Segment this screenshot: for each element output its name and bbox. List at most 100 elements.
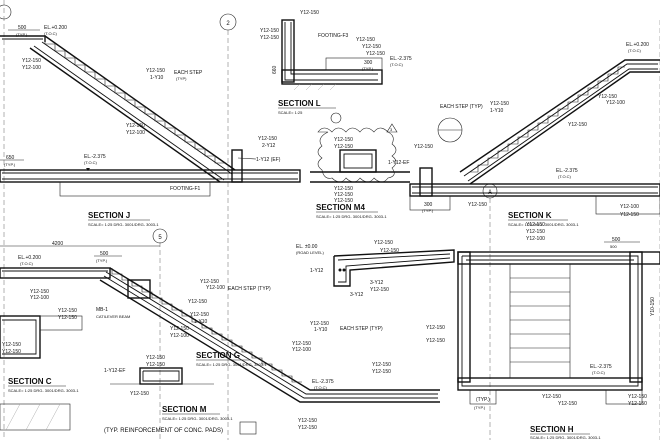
stair-lower-bar-13: Y12-100	[292, 347, 311, 353]
section-l-dim-typ: (TYP.)	[362, 66, 374, 71]
section-j-bar-5: Y12-150	[126, 123, 145, 129]
section-m4: Y12-150 Y12-150 1-Y12-EF Y12-150 Y12-150…	[310, 123, 410, 219]
section-m-title: SECTION M	[162, 405, 207, 414]
section-h-dim-typ-bottom: (TYP.)	[474, 405, 486, 410]
section-h-level-toc: (T.O.C)	[592, 370, 606, 375]
section-k: EL.+0.200 (T.O.C) EL.-2.375 (T.O.C) Y12-…	[409, 42, 660, 227]
section-l-bar-5: Y12-150	[362, 44, 381, 50]
section-h-bar-10: Y10-150	[650, 297, 656, 316]
section-m4-bar-4: Y12-150	[334, 186, 353, 192]
stair-lower-bar-1: Y12-150	[30, 289, 49, 295]
section-h-dim-typ-top: 500	[610, 244, 617, 249]
stair-lower-dim-500: 500	[100, 251, 109, 257]
section-k-level-top-toc: (T.O.C)	[628, 48, 642, 53]
section-j-dim-typ-2: (TYP.)	[4, 162, 16, 167]
section-l-scale: SCALE= 1:25	[278, 110, 303, 115]
section-h-bar-9: Y12-150	[628, 401, 647, 407]
stair-lower: 4200 500 (TYP.) EL.+0.200 (T.O.C) EL.-2.…	[0, 241, 440, 431]
section-h-bar-8: Y12-150	[628, 394, 647, 400]
road-detail-bar-2: 1-Y12	[310, 268, 324, 274]
stair-lower-bar-3: Y12-150	[200, 279, 219, 285]
stair-lower-bar-16: Y12-150	[298, 418, 317, 424]
section-k-bar-9: Y12-150	[620, 212, 639, 218]
section-k-scale: SCALE= 1:25 DRG- 3001/DRG- 3003-1	[508, 222, 579, 227]
section-j-bar-2: Y12-100	[22, 65, 41, 71]
section-c-scale: SCALE= 1:25 DRG- 3001/DRG- 3003-1	[8, 388, 79, 393]
section-k-title: SECTION K	[508, 211, 552, 220]
road-detail-bar-1: Y12-150	[374, 240, 393, 246]
road-detail-level: EL. ±0.00	[296, 244, 318, 250]
section-g-scale: SCALE= 1:25 DRG- 3001/DRG- 3003-1	[196, 362, 267, 367]
section-m4-bar-5: Y12-150	[334, 192, 353, 198]
stair-lower-bar-17: Y12-150	[298, 425, 317, 431]
section-g: Y12-150 Y12-150 1-Y12-EF Y12-150 SECTION…	[104, 351, 267, 397]
section-m4-scale: SCALE= 1:25 DRG- 3001/DRG- 3003-1	[316, 214, 387, 219]
section-l-title: SECTION L	[278, 99, 321, 108]
section-k-bar-5: Y12-150	[568, 122, 587, 128]
section-l-bar-6: Y12-150	[366, 51, 385, 57]
stair-lower-bar-8: Y12-150	[170, 326, 189, 332]
stair-lower-bar-11: 1-Y10	[314, 327, 328, 333]
section-l-bar-4: Y12-150	[356, 37, 375, 43]
section-j-dim-650: 650	[6, 155, 15, 161]
section-m-scale: SCALE= 1:25 DRG- 3001/DRG- 3003-1	[162, 416, 233, 421]
section-k-bar-1: Y12-150	[490, 101, 509, 107]
stair-lower-note-mb1: MB-1	[96, 307, 108, 313]
stair-lower-note-beam: CATILEVER BEAM	[96, 314, 130, 319]
section-j-bar-9: 1-Y12 (EF)	[256, 157, 281, 163]
stair-lower-dim-typ: (TYP.)	[96, 258, 108, 263]
section-h-bar-5: Y12-150	[426, 338, 445, 344]
stair-lower-dim-4200: 4200	[52, 241, 63, 247]
section-k-dim-typ: (TYP.)	[422, 208, 434, 213]
section-m4-title: SECTION M4	[316, 203, 365, 212]
section-m4-bar-2: Y12-150	[334, 144, 353, 150]
section-g-bar-3: 1-Y12-EF	[104, 368, 125, 374]
section-j-bar-7: Y12-150	[258, 136, 277, 142]
section-j-dim-500: 500	[18, 25, 27, 31]
section-j-bar-4: 1-Y10	[150, 75, 164, 81]
section-h-dim-500-bottom: (TYP.)	[476, 397, 490, 403]
section-j-bar-6: Y12-100	[126, 130, 145, 136]
section-j-level-bottom-toc: (T.O.C)	[84, 160, 98, 165]
road-detail-bar-5: Y12-150	[370, 287, 389, 293]
section-g-bar-1: Y12-150	[146, 355, 165, 361]
section-l-note-footing: FOOTING-F3	[318, 33, 348, 39]
section-j-scale: SCALE= 1:25 DRG- 3001/DRG- 3003-1	[88, 222, 159, 227]
section-l-level: EL.-2.375	[390, 56, 412, 62]
section-k-bar-4: Y12-100	[606, 100, 625, 106]
section-k-bar-3: Y12-150	[598, 94, 617, 100]
section-h-bar-2: Y12-150	[526, 229, 545, 235]
section-k-note-each-step: EACH STEP (TYP)	[440, 104, 483, 110]
section-c-title: SECTION C	[8, 377, 52, 386]
section-j: 500 (TYP.) 650 (TYP.) EL.+0.200 (T.O.C) …	[0, 25, 301, 227]
section-j-title: SECTION J	[88, 211, 130, 220]
section-j-bar-8: 2-Y12	[262, 143, 276, 149]
section-k-dim-300: 300	[424, 202, 433, 208]
stair-lower-level-bottom-toc: (T.O.C)	[314, 385, 328, 390]
section-c-bar-3: Y12-150	[2, 342, 21, 348]
road-detail-bar-4: 3-Y12	[370, 280, 384, 286]
section-j-level-top: EL.+0.200	[44, 25, 67, 31]
section-h-bar-3: Y12-100	[526, 236, 545, 242]
section-g-bar-2: Y12-150	[146, 362, 165, 368]
section-h-bar-4: Y12-150	[426, 325, 445, 331]
section-h-bar-1: Y12-150	[526, 222, 545, 228]
stair-lower-note-each-step-1: EACH STEP (TYP)	[228, 286, 271, 292]
section-l: Y12-150 Y12-150 Y12-150 Y12-150 Y12-150 …	[260, 10, 412, 124]
section-h-level: EL.-2.375	[590, 364, 612, 370]
section-c-bar-2: Y12-150	[58, 315, 77, 321]
section-m: SECTION M SCALE= 1:25 DRG- 3001/DRG- 300…	[104, 405, 257, 435]
section-m-caption: (TYP. REINFORCEMENT OF CONC. PADS)	[104, 428, 223, 434]
section-j-dim-typ: (TYP.)	[16, 32, 28, 37]
section-j-level-bottom: EL.-2.375	[84, 154, 106, 160]
road-detail: EL. ±0.00 (ROAD LEVEL) Y12-150 1-Y12 Y12…	[296, 240, 455, 298]
section-c-bar-4: Y12-150	[2, 349, 21, 355]
section-l-bar-3: Y12-150	[300, 10, 319, 16]
stair-lower-bar-5: Y12-150	[188, 299, 207, 305]
section-k-bar-7: Y12-150	[468, 202, 487, 208]
road-detail-bar-3: Y12-150	[380, 248, 399, 254]
section-h-dim-500-top: 500	[612, 237, 621, 243]
section-l-level-toc: (T.O.C)	[390, 62, 404, 67]
stair-lower-level-top-toc: (T.O.C)	[20, 261, 34, 266]
section-j-bar-3: Y12-150	[146, 68, 165, 74]
